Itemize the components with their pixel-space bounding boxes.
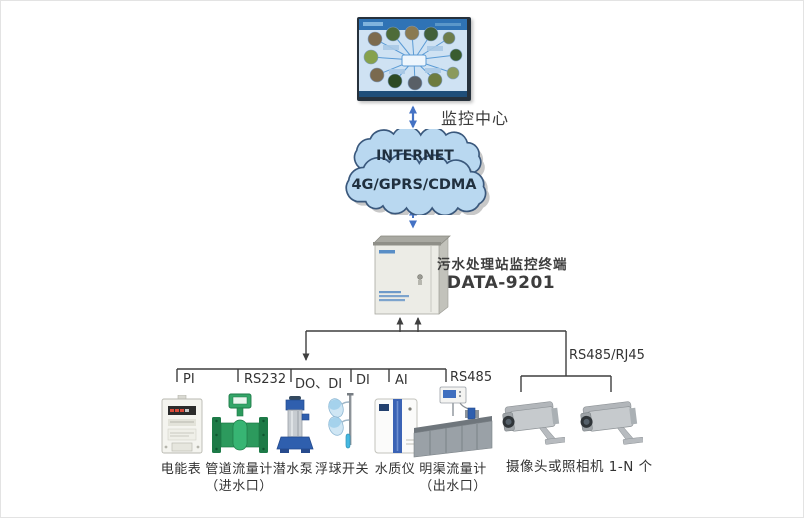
camera-group-label: 摄像头或照相机 1-N 个: [506, 459, 653, 475]
camera-2-icon: [580, 401, 643, 445]
device-label-pipe-flowmeter: 管道流量计 （进水口）: [199, 461, 279, 495]
port-label-ai: AI: [395, 373, 408, 388]
device-subname: （出水口）: [419, 479, 487, 494]
port-label-rs485: RS485: [450, 370, 493, 385]
device-name: 潜水泵: [272, 462, 314, 477]
monitoring-center-label: 监控中心: [441, 109, 510, 128]
device-label-energy-meter: 电能表: [141, 461, 221, 478]
terminal-downlink-lines: [302, 317, 567, 376]
terminal-model-label: DATA-9201: [446, 273, 556, 293]
terminal-cabinet-icon: [373, 235, 451, 315]
float-switch-icon: [328, 393, 354, 449]
device-name: 水质仪: [374, 462, 416, 477]
port-label-pi: PI: [183, 372, 195, 387]
device-name: 管道流量计: [205, 462, 273, 477]
network-cloud: [345, 129, 490, 215]
pipe-flowmeter-icon: [212, 393, 268, 453]
water-quality-analyzer-icon: [374, 398, 418, 454]
port-label-di: DI: [356, 373, 370, 388]
submersible-pump-icon: [276, 396, 314, 453]
cellular-label: 4G/GPRS/CDMA: [351, 177, 477, 193]
camera-1-icon: [502, 401, 565, 445]
energy-meter-icon: [161, 395, 203, 454]
device-subname: （进水口）: [205, 479, 273, 494]
port-label-rs232: RS232: [244, 372, 287, 387]
device-label-water-quality: 水质仪: [357, 461, 433, 478]
terminal-name-label: 污水处理站监控终端: [437, 257, 568, 273]
device-name: 明渠流量计: [419, 462, 487, 477]
monitor-screen: [359, 19, 467, 97]
sensor-bus-line: [176, 368, 447, 382]
cloud-shapes: [345, 129, 490, 215]
device-label-open-channel: 明渠流量计 （出水口）: [413, 461, 493, 495]
open-channel-flowmeter-icon: [413, 386, 493, 458]
monitor: [357, 17, 471, 101]
device-name: 电能表: [160, 462, 202, 477]
device-name: 浮球开关: [314, 462, 369, 477]
device-label-float-switch: 浮球开关: [304, 461, 380, 478]
device-label-pump: 潜水泵: [255, 461, 331, 478]
camera-link-label: RS485/RJ45: [569, 348, 645, 363]
port-label-do-di: DO、DI: [295, 377, 343, 392]
camera-branch-line: [520, 375, 612, 392]
internet-label: INTERNET: [376, 148, 454, 164]
